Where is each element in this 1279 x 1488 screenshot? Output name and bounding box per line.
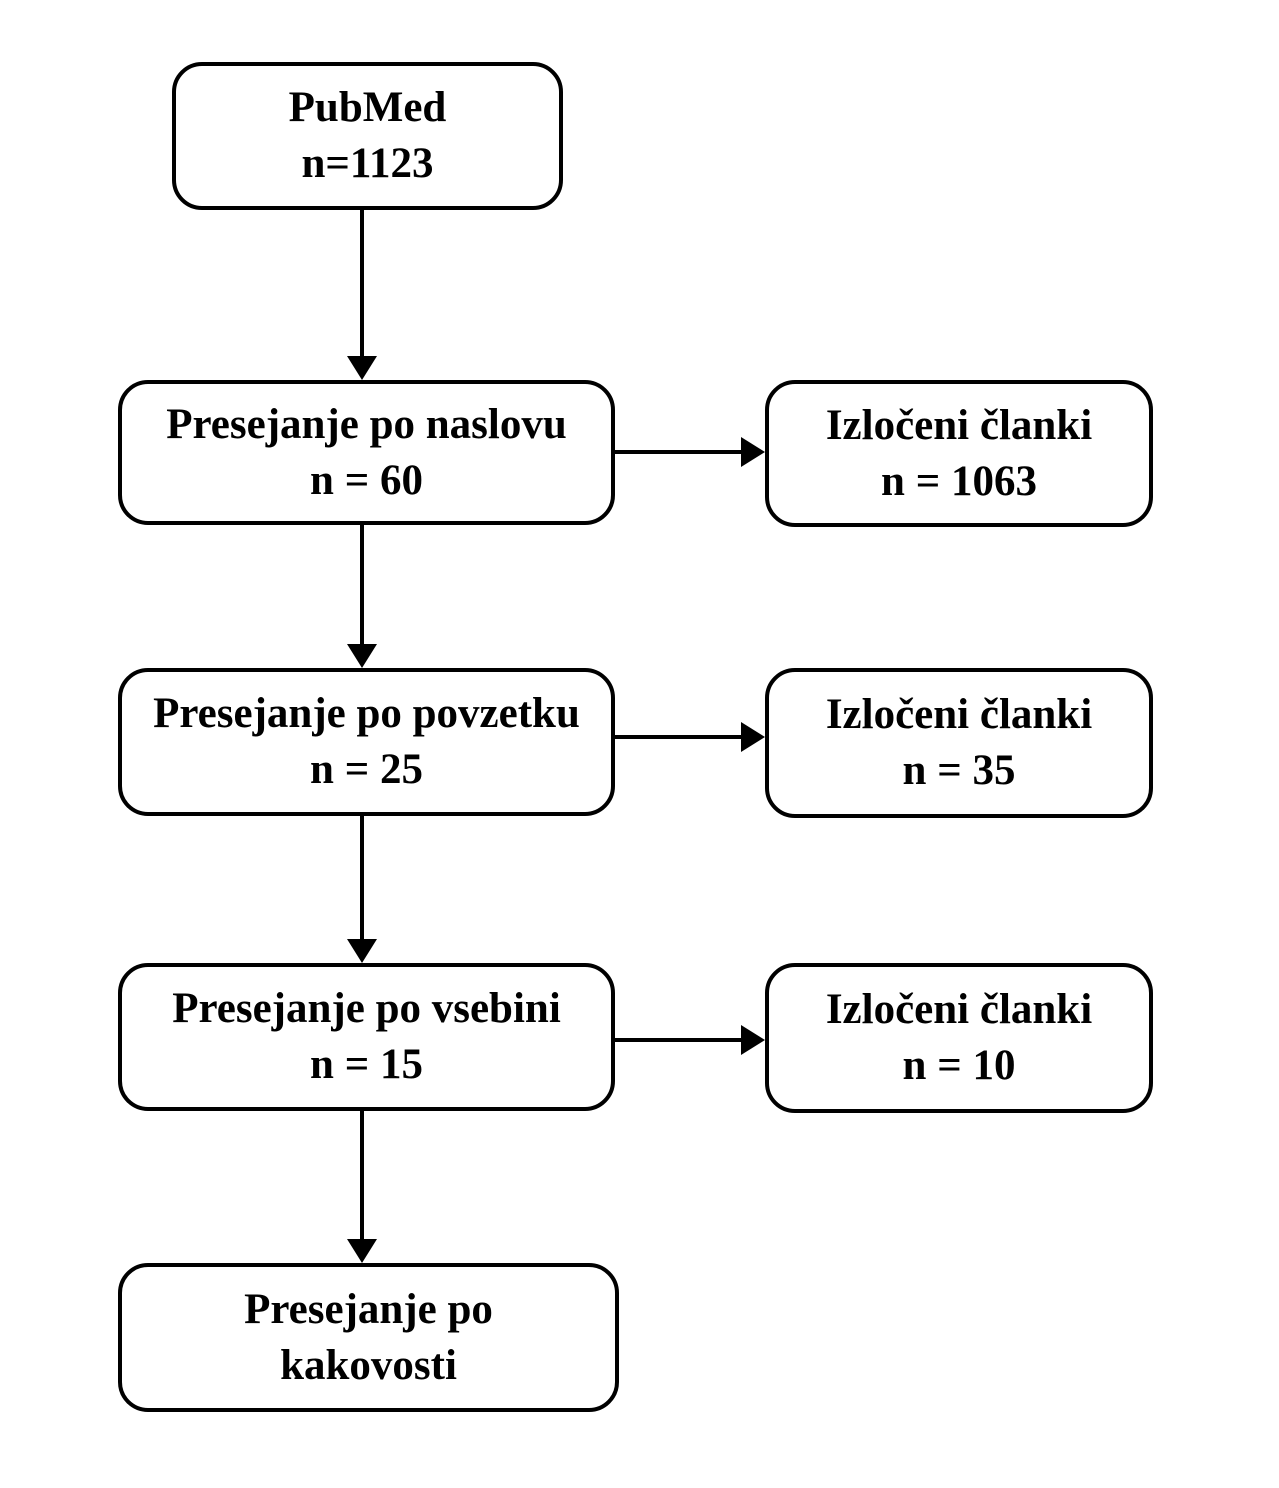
node-excluded-abstract-count: n = 35 xyxy=(902,747,1016,794)
node-pubmed: PubMed n=1123 xyxy=(172,62,563,210)
arrowhead-down-icon xyxy=(347,356,377,380)
arrowhead-down-icon xyxy=(347,939,377,963)
node-screen-quality: Presejanje po kakovosti xyxy=(118,1263,619,1412)
node-screen-abstract: Presejanje po povzetku n = 25 xyxy=(118,668,615,816)
node-excluded-content-label: Izločeni članki xyxy=(825,986,1093,1034)
node-excluded-abstract-label: Izločeni članki xyxy=(825,691,1093,739)
arrow-shaft xyxy=(615,735,743,739)
node-excluded-content: Izločeni članki n = 10 xyxy=(765,963,1153,1113)
node-excluded-title-label: Izločeni članki xyxy=(825,401,1093,449)
arrow-shaft xyxy=(360,210,364,358)
arrowhead-right-icon xyxy=(741,437,765,467)
node-excluded-abstract: Izločeni članki n = 35 xyxy=(765,668,1153,818)
arrow-shaft xyxy=(360,1111,364,1241)
node-screen-title: Presejanje po naslovu n = 60 xyxy=(118,380,615,525)
node-screen-content-label: Presejanje po vsebini xyxy=(172,985,561,1033)
arrow-shaft xyxy=(615,1038,743,1042)
node-screen-abstract-label: Presejanje po povzetku xyxy=(153,690,580,738)
node-screen-content: Presejanje po vsebini n = 15 xyxy=(118,963,615,1111)
node-excluded-title-count: n = 1063 xyxy=(881,457,1037,505)
arrowhead-down-icon xyxy=(347,644,377,668)
node-excluded-title: Izločeni članki n = 1063 xyxy=(765,380,1153,527)
node-screen-quality-label2: kakovosti xyxy=(280,1341,457,1389)
arrow-shaft xyxy=(360,525,364,646)
node-screen-title-count: n = 60 xyxy=(310,456,423,504)
node-pubmed-count: n=1123 xyxy=(301,140,434,187)
arrow-shaft xyxy=(360,816,364,941)
arrowhead-right-icon xyxy=(741,722,765,752)
arrow-shaft xyxy=(615,450,743,454)
node-screen-quality-label: Presejanje po xyxy=(244,1285,493,1333)
node-pubmed-title: PubMed xyxy=(288,84,447,132)
node-excluded-content-count: n = 10 xyxy=(902,1042,1016,1089)
node-screen-content-count: n = 15 xyxy=(310,1041,423,1088)
node-screen-abstract-count: n = 25 xyxy=(310,746,423,793)
arrowhead-down-icon xyxy=(347,1239,377,1263)
node-screen-title-label: Presejanje po naslovu xyxy=(166,400,567,448)
arrowhead-right-icon xyxy=(741,1025,765,1055)
